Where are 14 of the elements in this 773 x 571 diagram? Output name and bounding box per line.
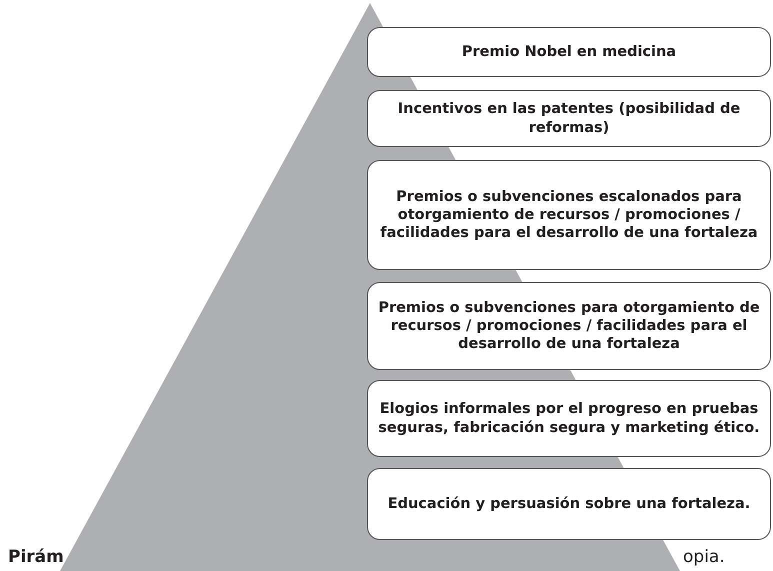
level-text: Elogios informales por el progreso en pruebas seguras, fabricación segura y marketing ético. xyxy=(377,400,761,437)
level-text: Incentivos en las patentes (posibilidad de reformas) xyxy=(396,100,742,137)
level-text: Premio Nobel en medicina xyxy=(460,42,678,62)
level-text: Premios o subvenciones escalonados para otorgamiento de recursos / promociones / facilidades para el desarrollo de una fortaleza xyxy=(379,188,759,242)
level-box xyxy=(367,468,771,540)
level-box xyxy=(367,90,771,147)
caption-fragment: Pirám xyxy=(8,547,64,567)
level-box xyxy=(367,282,771,370)
level-text: Educación y persuasión sobre una fortaleza. xyxy=(386,494,752,514)
level-text: Premios o subvenciones para otorgamiento de recursos / promociones / facilidades para el desarrollo de una fortaleza xyxy=(377,298,761,354)
caption-fragment: opia. xyxy=(683,547,725,567)
level-box xyxy=(367,27,771,77)
level-box xyxy=(367,380,771,457)
level-box xyxy=(367,160,771,270)
